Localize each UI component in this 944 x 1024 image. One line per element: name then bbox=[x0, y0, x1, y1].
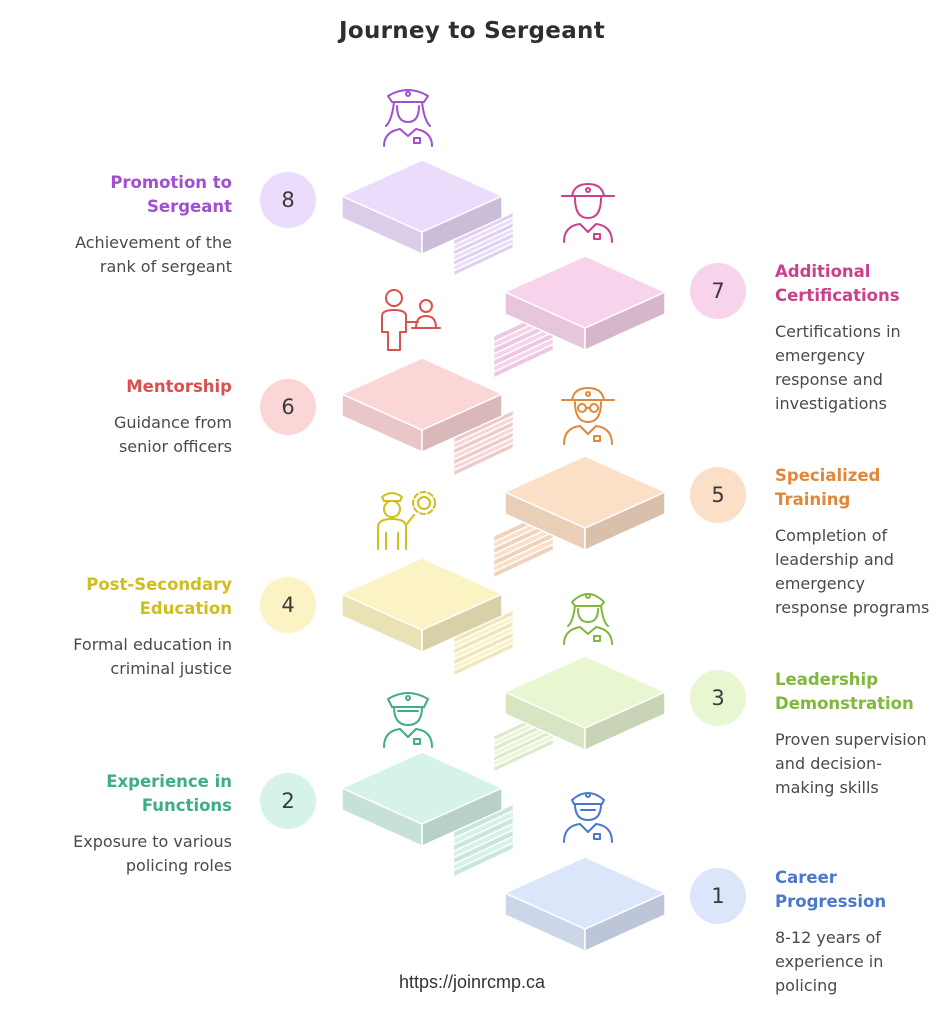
step-8-title: Promotion to Sergeant bbox=[110, 173, 232, 216]
platform-8-top bbox=[341, 159, 503, 233]
step-7-label: Additional Certifications Certifications… bbox=[775, 260, 940, 416]
female-police-officer-icon bbox=[563, 593, 613, 645]
step-6-number: 6 bbox=[260, 379, 316, 435]
platform-1-top bbox=[504, 856, 666, 930]
police-officer-icon bbox=[383, 692, 433, 748]
step-2-title: Experience in Functions bbox=[106, 772, 232, 815]
officer-with-gear-icon bbox=[377, 491, 436, 550]
platform-4-top bbox=[341, 557, 503, 631]
step-5-description: Completion of leadership and emergency r… bbox=[775, 526, 930, 617]
step-8-number: 8 bbox=[260, 172, 316, 228]
step-1-title: Career Progression bbox=[775, 868, 887, 911]
step-3-description: Proven supervision and decision-making s… bbox=[775, 730, 927, 797]
step-4-description: Formal education in criminal justice bbox=[73, 635, 232, 678]
step-1-description: 8-12 years of experience in policing bbox=[775, 928, 884, 995]
police-officer-with-glasses-icon bbox=[561, 387, 615, 445]
step-3-label: Leadership Demonstration Proven supervis… bbox=[775, 668, 940, 800]
source-url: https://joinrcmp.ca bbox=[398, 972, 546, 992]
step-3-number: 3 bbox=[690, 670, 746, 726]
step-3-title: Leadership Demonstration bbox=[775, 670, 914, 713]
step-8-label: Promotion to Sergeant Achievement of the… bbox=[60, 171, 232, 279]
step-1-label: Career Progression 8-12 years of experie… bbox=[775, 866, 940, 998]
step-6-title: Mentorship bbox=[126, 377, 232, 396]
sheriff-officer-icon bbox=[561, 183, 615, 243]
step-7-title: Additional Certifications bbox=[775, 262, 900, 305]
platform-7-top bbox=[504, 255, 666, 329]
female-police-officer-icon bbox=[383, 89, 433, 147]
step-2-description: Exposure to various policing roles bbox=[73, 832, 232, 875]
police-officer-icon bbox=[563, 792, 613, 843]
diagram-title: Journey to Sergeant bbox=[338, 18, 605, 44]
step-1-number: 1 bbox=[690, 868, 746, 924]
step-5-title: Specialized Training bbox=[775, 466, 881, 509]
step-6-description: Guidance from senior officers bbox=[113, 413, 232, 456]
mentor-and-student-icon bbox=[381, 289, 441, 351]
step-4-title: Post-Secondary Education bbox=[86, 575, 232, 618]
platform-2-top bbox=[341, 751, 503, 825]
step-7-description: Certifications in emergency response and… bbox=[775, 322, 901, 413]
step-4-number: 4 bbox=[260, 577, 316, 633]
step-6-label: Mentorship Guidance from senior officers bbox=[60, 375, 232, 459]
step-5-label: Specialized Training Completion of leade… bbox=[775, 464, 940, 620]
step-2-number: 2 bbox=[260, 773, 316, 829]
step-7-number: 7 bbox=[690, 263, 746, 319]
step-2-label: Experience in Functions Exposure to vari… bbox=[60, 770, 232, 878]
step-5-number: 5 bbox=[690, 467, 746, 523]
platform-3-top bbox=[504, 655, 666, 729]
platform-5-top bbox=[504, 455, 666, 529]
step-8-description: Achievement of the rank of sergeant bbox=[75, 233, 232, 276]
step-4-label: Post-Secondary Education Formal educatio… bbox=[40, 573, 232, 681]
platform-6-top bbox=[341, 357, 503, 431]
stair-flight-1-step bbox=[452, 803, 515, 840]
